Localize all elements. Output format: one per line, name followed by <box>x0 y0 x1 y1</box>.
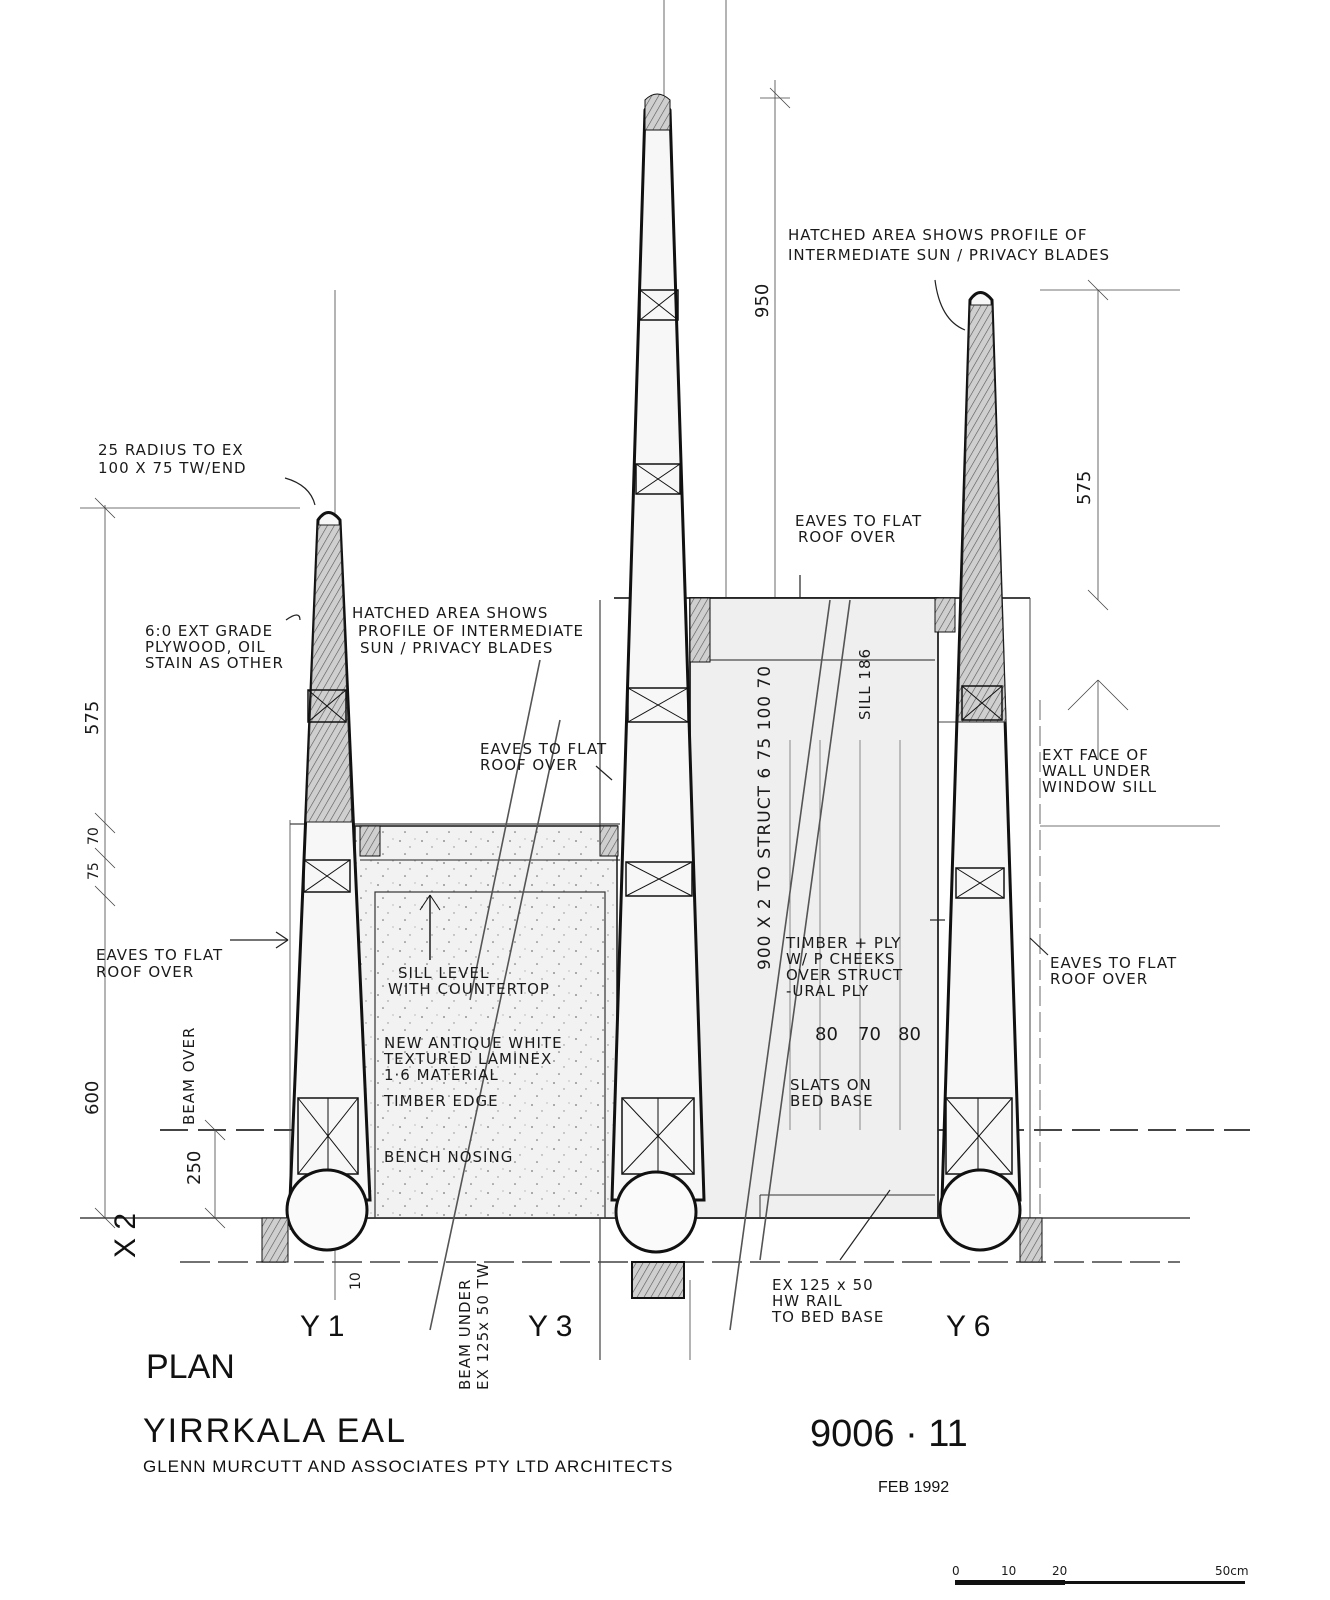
scale-tick-0: 0 <box>952 1564 960 1578</box>
note-ply-2: PLYWOOD, OIL <box>145 638 266 656</box>
bench-zone <box>354 825 620 1219</box>
grid-label-x2: X 2 <box>109 1213 142 1258</box>
note-timber-ply-1: TIMBER + PLY <box>785 934 901 952</box>
dim-250: 250 <box>184 1151 205 1185</box>
note-struct-dim: 900 X 2 TO STRUCT 6 75 100 70 <box>755 665 775 970</box>
annotation-notes: HATCHED AREA SHOWS PROFILE OF INTERMEDIA… <box>96 226 1177 1390</box>
note-beam-under-2: EX 125x 50 TW <box>474 1262 492 1390</box>
note-sill-2: WITH COUNTERTOP <box>388 980 550 998</box>
note-sill-186: SILL 186 <box>856 648 874 720</box>
dim-575-left: 575 <box>82 701 103 735</box>
note-slats-2: BED BASE <box>790 1092 874 1110</box>
note-beam-over: BEAM OVER <box>180 1027 198 1125</box>
dim-80a: 80 <box>815 1024 838 1045</box>
title-view: PLAN <box>146 1348 235 1386</box>
grid-label-y3: Y 3 <box>528 1310 573 1343</box>
note-radius-2: 100 X 75 TW/END <box>98 459 247 477</box>
note-eaves-right-1: EAVES TO FLAT <box>1050 954 1177 972</box>
note-timber-ply-2: W/ P CHEEKS <box>786 950 896 968</box>
note-laminex-1: NEW ANTIQUE WHITE <box>384 1034 563 1052</box>
note-laminex-2: TEXTURED LAMINEX <box>383 1050 552 1068</box>
note-sill-1: SILL LEVEL <box>398 964 489 982</box>
scale-tick-10: 10 <box>1001 1564 1016 1578</box>
title-project: YIRRKALA EAL <box>143 1412 407 1450</box>
note-hatch-mid-2: PROFILE OF INTERMEDIATE <box>358 622 584 640</box>
dim-80b: 80 <box>898 1024 921 1045</box>
dim-75: 75 <box>86 862 102 880</box>
note-beam-under-1: BEAM UNDER <box>456 1279 474 1390</box>
note-eaves-mid-1: EAVES TO FLAT <box>480 740 607 758</box>
note-hatch-right-2: INTERMEDIATE SUN / PRIVACY BLADES <box>788 246 1110 264</box>
note-rail-1: EX 125 x 50 <box>772 1276 874 1294</box>
dim-950: 950 <box>752 284 773 318</box>
note-extface-1: EXT FACE OF <box>1042 746 1149 764</box>
scale-bar: 0 10 20 50cm <box>952 1564 1249 1585</box>
title-number: 9006 · 11 <box>810 1413 968 1455</box>
note-extface-3: WINDOW SILL <box>1042 778 1157 796</box>
dim-70b: 70 <box>858 1024 881 1045</box>
note-bench: BENCH NOSING <box>384 1148 513 1166</box>
grid-label-y6: Y 6 <box>946 1310 991 1343</box>
title-firm: GLENN MURCUTT AND ASSOCIATES PTY LTD ARC… <box>143 1457 673 1476</box>
note-extface-2: WALL UNDER <box>1042 762 1151 780</box>
dim-70: 70 <box>86 827 102 845</box>
scale-tick-50: 50cm <box>1215 1564 1249 1578</box>
note-ply-3: STAIN AS OTHER <box>145 654 284 672</box>
scale-tick-20: 20 <box>1052 1564 1067 1578</box>
bed-zone <box>689 597 956 1219</box>
note-eaves-left-2: ROOF OVER <box>96 963 194 981</box>
title-block: PLAN YIRRKALA EAL 9006 · 11 GLENN MURCUT… <box>143 1348 968 1496</box>
note-slats-1: SLATS ON <box>790 1076 872 1094</box>
dim-600: 600 <box>82 1081 103 1115</box>
dimension-values: 950 575 575 75 70 600 250 10 80 70 80 <box>82 284 1095 1290</box>
grid-label-y1: Y 1 <box>300 1310 345 1343</box>
note-hatch-mid-3: SUN / PRIVACY BLADES <box>360 639 553 657</box>
note-eaves-top-1: EAVES TO FLAT <box>795 512 922 530</box>
note-timber-edge: TIMBER EDGE <box>383 1092 499 1110</box>
note-eaves-top-2: ROOF OVER <box>798 528 896 546</box>
note-ply-1: 6:0 EXT GRADE <box>145 622 273 640</box>
title-date: FEB 1992 <box>878 1479 949 1496</box>
blade-y3 <box>610 93 706 1299</box>
grid-labels: X 2 Y 1 Y 3 Y 6 <box>109 1213 991 1343</box>
note-eaves-mid-2: ROOF OVER <box>480 756 578 774</box>
note-hatch-mid-1: HATCHED AREA SHOWS <box>352 604 548 622</box>
dim-575-right: 575 <box>1074 471 1095 505</box>
note-timber-ply-4: -URAL PLY <box>786 982 869 1000</box>
note-laminex-3: 1·6 MATERIAL <box>384 1066 499 1084</box>
note-rail-3: TO BED BASE <box>771 1308 884 1326</box>
note-hatch-right-1: HATCHED AREA SHOWS PROFILE OF <box>788 226 1088 244</box>
note-eaves-right-2: ROOF OVER <box>1050 970 1148 988</box>
note-rail-2: HW RAIL <box>772 1292 843 1310</box>
dim-10: 10 <box>348 1272 364 1290</box>
note-timber-ply-3: OVER STRUCT <box>786 966 903 984</box>
blade-y6 <box>261 291 1043 1263</box>
leader-arrows <box>230 279 1049 1261</box>
sketch-strokes <box>429 599 851 1331</box>
blade-y1 <box>285 511 372 1252</box>
note-radius-1: 25 RADIUS TO EX <box>98 441 244 459</box>
note-eaves-left-1: EAVES TO FLAT <box>96 946 223 964</box>
